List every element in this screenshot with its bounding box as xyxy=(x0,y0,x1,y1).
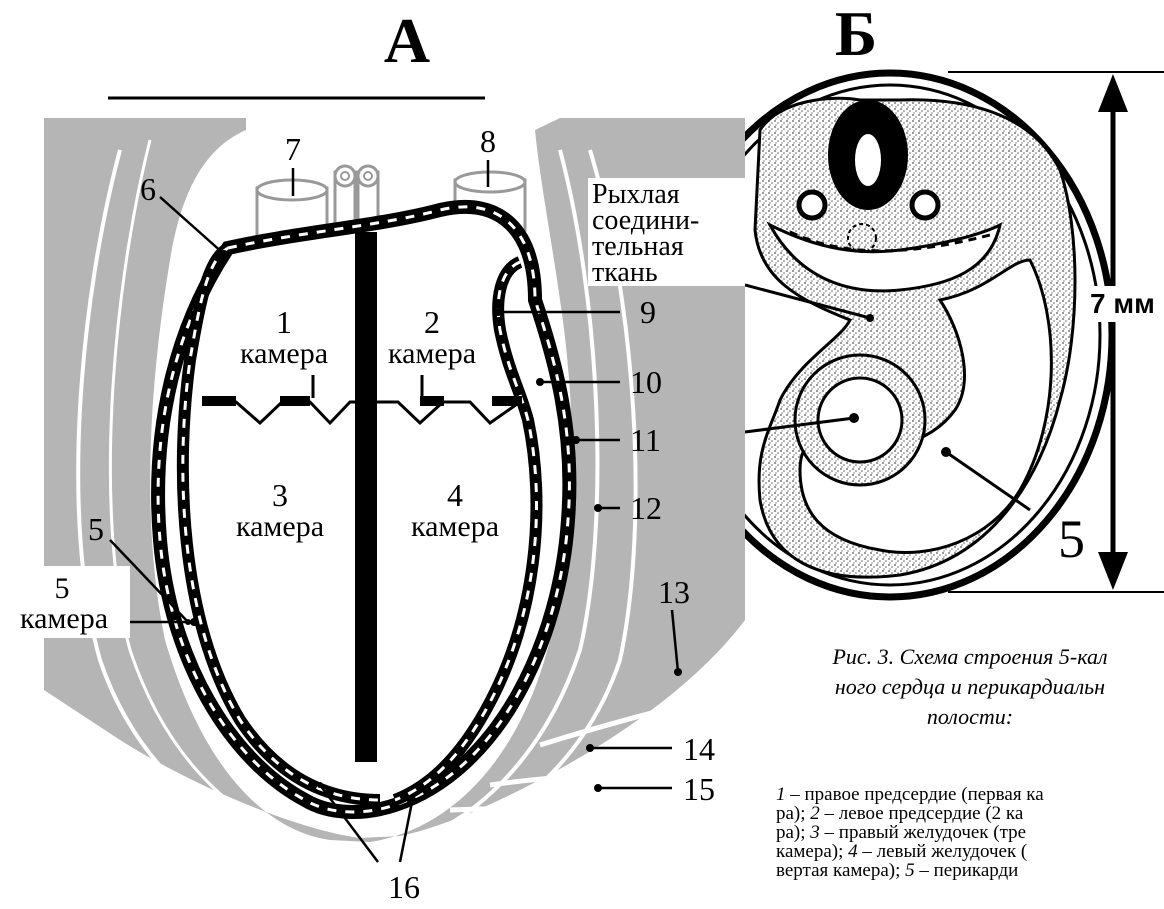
aorta-left xyxy=(799,192,825,218)
label-5-side-word: камера xyxy=(20,602,108,635)
dot-b-upper xyxy=(866,314,874,322)
valve-bar-left-1 xyxy=(202,396,236,406)
label-7: 7 xyxy=(285,131,301,167)
vessel-mid-2-lumen xyxy=(364,172,372,180)
scale-label: 7 мм xyxy=(1090,288,1155,319)
legend-text-3: – правый желудочек (тре xyxy=(820,822,1026,843)
chamber-2-number: 2 xyxy=(424,304,440,340)
legend-text-5: – перикарди xyxy=(915,860,1019,881)
legend-text-2: – левое предсердие (2 ка xyxy=(820,803,1024,824)
chamber-4-number: 4 xyxy=(447,477,463,513)
valve-bar-right-1 xyxy=(420,396,444,406)
chamber-2-word: камера xyxy=(388,337,476,370)
valve-bar-left-2 xyxy=(280,396,310,406)
label-14: 14 xyxy=(683,731,715,767)
interventricular-septum xyxy=(355,232,377,762)
neural-canal xyxy=(855,134,881,186)
legend-text-1: – правое предсердие (первая ка xyxy=(786,785,1044,805)
legend-num-3: 3 xyxy=(810,822,820,843)
legend-text-4: – левый желудочек ( xyxy=(858,841,1028,862)
scale-arrow-down xyxy=(1098,552,1128,590)
label-11: 11 xyxy=(630,422,661,458)
label-10: 10 xyxy=(630,364,662,400)
label-15: 15 xyxy=(683,771,715,807)
legend-text-2b: ра); xyxy=(776,822,810,843)
panel-a-letter: А xyxy=(384,5,430,76)
legend-text-4b: вертая камера); xyxy=(776,860,905,881)
label-9: 9 xyxy=(640,294,656,330)
dot-b-lumen xyxy=(849,413,859,423)
label-16: 16 xyxy=(388,869,420,905)
label-5-side-number: 5 xyxy=(55,572,70,605)
chamber-1-word: камера xyxy=(240,337,328,370)
legend-text-1b: ра); xyxy=(776,803,810,824)
chamber-4-word: камера xyxy=(411,510,499,543)
label-13: 13 xyxy=(658,574,690,610)
chamber-3-word: камера xyxy=(236,510,324,543)
tissue-line-4: ткань xyxy=(592,257,658,288)
label-8: 8 xyxy=(480,123,496,159)
panel-a: А xyxy=(0,5,748,905)
scale-arrow-up xyxy=(1098,74,1128,112)
vessel-8-top xyxy=(455,172,525,192)
dot-b-5 xyxy=(941,447,951,457)
legend-num-5: 5 xyxy=(905,860,915,881)
aorta-right xyxy=(912,192,938,218)
legend-num-1: 1 xyxy=(776,785,786,805)
chamber-1-number: 1 xyxy=(276,304,292,340)
label-b-5: 5 xyxy=(1058,509,1085,569)
figure-legend: 1 – правое предсердие (первая ка ра); 2 … xyxy=(776,785,1164,909)
label-5-upper: 5 xyxy=(88,511,104,547)
valve-bar-right-2 xyxy=(492,396,522,406)
chamber-3-number: 3 xyxy=(272,477,288,513)
panel-b-letter: Б xyxy=(835,0,877,69)
legend-num-4: 4 xyxy=(848,841,858,862)
vessel-mid-1-lumen xyxy=(341,172,349,180)
label-12: 12 xyxy=(630,490,662,526)
label-6: 6 xyxy=(140,171,156,207)
legend-num-2: 2 xyxy=(810,803,820,824)
legend-text-3b: камера); xyxy=(776,841,848,862)
figure-caption-title: Рис. 3. Схема строения 5-кал ного сердца… xyxy=(776,642,1164,732)
pericardium-band-right-5 xyxy=(450,808,745,812)
